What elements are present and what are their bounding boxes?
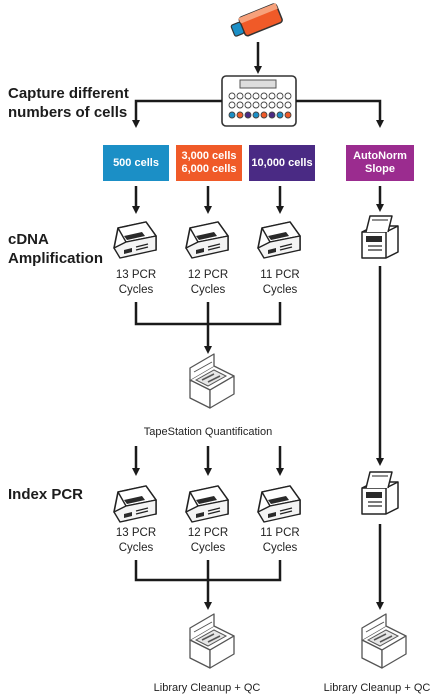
thermocycler-icon (185, 485, 229, 523)
thermocycler-icon (113, 485, 157, 523)
box-autonorm-slope: AutoNorm Slope (346, 145, 414, 181)
thermocycler-icon (257, 485, 301, 523)
thermocycler-icon (113, 221, 157, 259)
stage-label-cdna: cDNA Amplification (8, 231, 104, 267)
index-cycles-label: 13 PCR Cycles (115, 527, 157, 554)
cdna-cycles-label: 11 PCR Cycles (260, 269, 300, 296)
autonorm-instrument-icon (361, 471, 399, 515)
tapestation-icon (189, 613, 235, 669)
box-10000-cells: 10,000 cells (249, 145, 315, 181)
stage-label-capture: Capture different numbers of cells (8, 85, 129, 121)
merge-connector-index (134, 560, 282, 610)
thermocycler-icon (185, 221, 229, 259)
cdna-cycles-label: 12 PCR Cycles (187, 269, 229, 296)
stage-label-index: Index PCR (8, 486, 84, 503)
box-3000-6000-cells: 3,000 cells 6,000 cells (176, 145, 242, 181)
cell-culture-flask-icon (230, 3, 283, 37)
cell-capture-plate-icon (221, 75, 297, 127)
thermocycler-icon (257, 221, 301, 259)
merge-connector-cdna (134, 302, 282, 354)
split-connector (132, 99, 384, 128)
cdna-cycles-label: 13 PCR Cycles (115, 269, 157, 296)
index-input-arrows (132, 446, 284, 476)
box-500-cells: 500 cells (103, 145, 169, 181)
index-cycles-label: 12 PCR Cycles (187, 527, 229, 554)
library-cleanup-label-left: Library Cleanup + QC (153, 682, 261, 694)
index-cycles-label: 11 PCR Cycles (260, 527, 300, 554)
autonorm-instrument-icon (361, 215, 399, 259)
tapestation-icon (189, 353, 235, 409)
cdna-input-arrows (132, 186, 384, 214)
tapestation-label: TapeStation Quantification (143, 426, 273, 438)
library-cleanup-label-right: Library Cleanup + QC (323, 682, 431, 694)
tapestation-icon (361, 613, 407, 669)
